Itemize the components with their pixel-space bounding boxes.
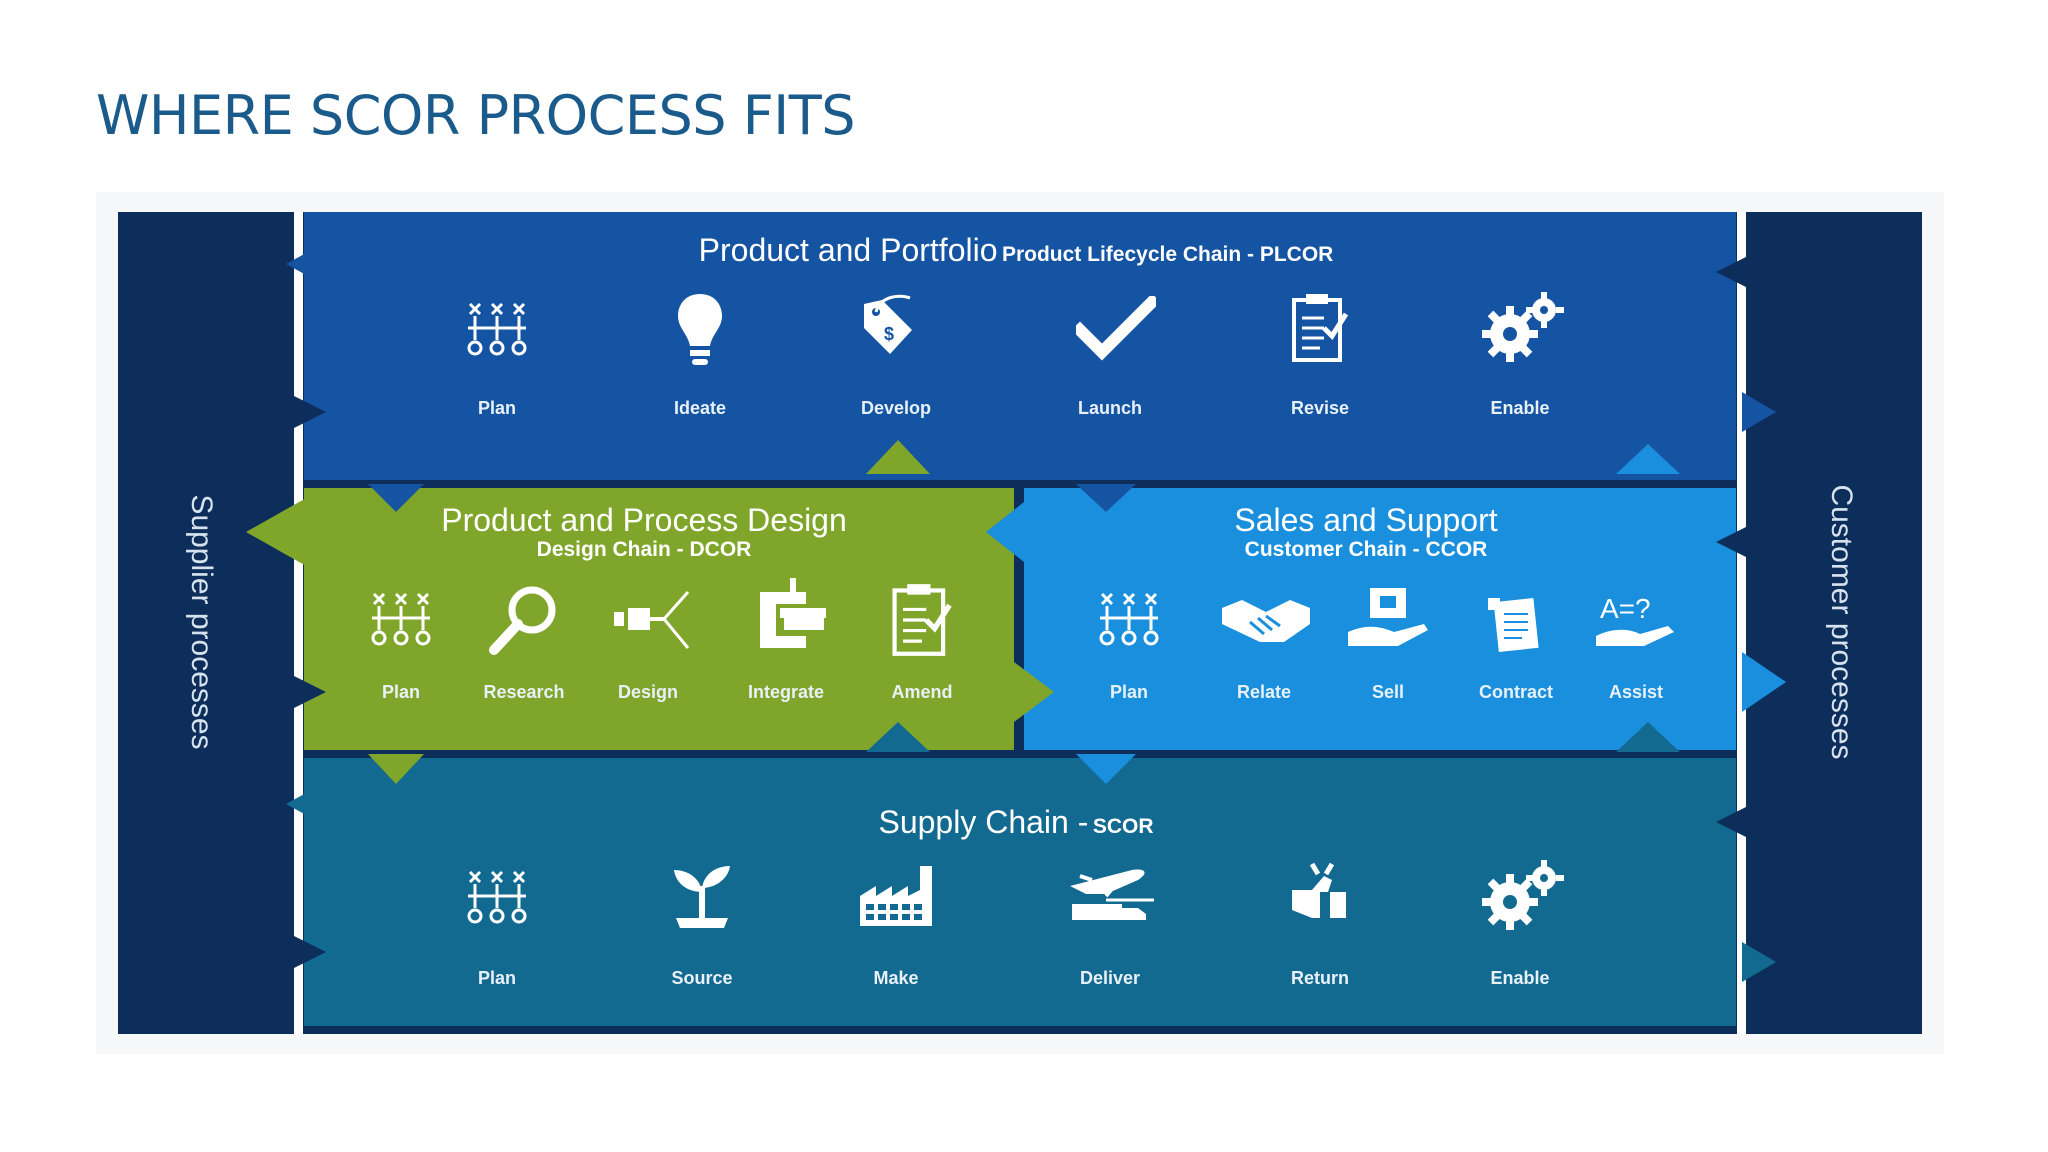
- plcor-label-develop: Develop: [860, 398, 932, 418]
- assist-question-icon: A=?: [1596, 593, 1674, 646]
- dcor-label-amend: Amend: [891, 682, 953, 702]
- connector-arrows: [246, 252, 1786, 982]
- plcor-label-plan: Plan: [477, 398, 517, 418]
- plan-matrix-icon: [467, 302, 527, 356]
- slide-title: WHERE SCOR PROCESS FITS: [96, 84, 855, 147]
- plcor-title: Product and Portfolio: [698, 232, 998, 268]
- ccor-label-sell: Sell: [1371, 682, 1405, 702]
- contract-icon: [1488, 598, 1539, 652]
- dcor-title: Product and Process Design: [441, 502, 847, 538]
- dcor-label-plan: Plan: [381, 682, 421, 702]
- scor-label-source: Source: [671, 968, 733, 988]
- clipboard-check-icon: [1292, 294, 1349, 362]
- svg-text:A=?: A=?: [1600, 593, 1651, 624]
- scor-subtitle: SCOR: [1092, 815, 1154, 838]
- arrow-left-plcor: [286, 252, 308, 276]
- arrow-right-scor-in: [286, 932, 326, 972]
- arrow-down-dcor-scor: [368, 754, 424, 784]
- arrow-right-plcor: [1742, 392, 1776, 432]
- plcor-label-revise: Revise: [1290, 398, 1350, 418]
- plcor-label-ideate: Ideate: [673, 398, 727, 418]
- supplier-processes-label: Supplier processes: [185, 494, 218, 750]
- scor-label-plan: Plan: [477, 968, 517, 988]
- gears-icon: [1482, 860, 1564, 930]
- customer-processes-label: Customer processes: [1825, 484, 1858, 760]
- dcor-label-integrate: Integrate: [747, 682, 825, 702]
- arrow-right-dcor-in: [286, 672, 326, 712]
- price-tag-icon: $: [864, 294, 912, 354]
- left-divider: [294, 212, 303, 1034]
- arrow-up-ccor-plcor: [1616, 444, 1680, 474]
- arrow-left-dcor: [246, 497, 308, 567]
- plcor-subtitle: Product Lifecycle Chain - PLCOR: [1001, 243, 1334, 266]
- arrow-right-ccor: [1742, 652, 1786, 712]
- handshake-icon: [1222, 600, 1310, 642]
- dcor-label-design: Design: [617, 682, 679, 702]
- plcor-label-launch: Launch: [1077, 398, 1143, 418]
- factory-icon: [860, 866, 932, 926]
- ccor-label-plan: Plan: [1109, 682, 1149, 702]
- plcor-header: Product and Portfolio Product Lifecycle …: [699, 232, 1334, 269]
- plan-matrix-icon: [371, 592, 431, 646]
- arrow-up-scor-dcor: [866, 722, 930, 752]
- arrow-left-ccor-out: [1716, 522, 1756, 562]
- arrow-up-scor-ccor: [1616, 722, 1680, 752]
- scor-label-deliver: Deliver: [1079, 968, 1141, 988]
- scor-label-enable: Enable: [1490, 968, 1550, 988]
- arrow-down-plcor-ccor: [1076, 484, 1136, 512]
- scor-label-return: Return: [1291, 968, 1349, 988]
- arrow-left-scor: [286, 792, 308, 816]
- arrow-left-plcor-out: [1716, 252, 1756, 292]
- arrow-right-dcor-ccor: [1014, 662, 1054, 722]
- arrow-left-scor-out: [1716, 802, 1756, 842]
- right-divider: [1737, 212, 1746, 1034]
- checkmark-icon: [1076, 296, 1156, 361]
- svg-text:$: $: [884, 324, 894, 344]
- scor-title: Supply Chain -: [878, 804, 1089, 840]
- sprout-icon: [674, 866, 730, 928]
- arrow-right-scor: [1742, 942, 1776, 982]
- arrow-right-plcor-in: [286, 392, 326, 432]
- scor-label-make: Make: [873, 968, 919, 988]
- arrow-left-ccor-dcor: [986, 502, 1024, 562]
- design-split-icon: [614, 591, 690, 649]
- ccor-label-contract: Contract: [1478, 682, 1554, 702]
- ccor-subtitle: Customer Chain - CCOR: [1244, 538, 1488, 561]
- plane-truck-icon: [1070, 869, 1154, 920]
- ccor-label-assist: Assist: [1608, 682, 1664, 702]
- clipboard-check-icon: [892, 584, 952, 656]
- ccor-label-relate: Relate: [1236, 682, 1292, 702]
- dcor-label-research: Research: [483, 682, 565, 702]
- plcor-label-enable: Enable: [1490, 398, 1550, 418]
- plan-matrix-icon: [467, 870, 527, 924]
- arrow-down-plcor-dcor: [368, 484, 424, 512]
- arrow-down-ccor-scor: [1076, 754, 1136, 784]
- gears-icon: [1482, 292, 1564, 362]
- lightbulb-icon: [678, 294, 722, 365]
- scor-diagram: Supplier processes Customer processes Pr…: [96, 192, 1944, 1054]
- clamp-icon: [760, 578, 826, 648]
- dcor-subtitle: Design Chain - DCOR: [536, 538, 752, 561]
- plan-matrix-icon: [1099, 592, 1159, 646]
- arrow-up-dcor-plcor: [866, 440, 930, 474]
- return-hand-icon: [1292, 862, 1346, 918]
- ccor-title: Sales and Support: [1234, 502, 1498, 538]
- magnifier-icon: [489, 586, 556, 655]
- scor-header: Supply Chain - SCOR: [878, 804, 1153, 841]
- hand-offer-icon: [1348, 588, 1428, 646]
